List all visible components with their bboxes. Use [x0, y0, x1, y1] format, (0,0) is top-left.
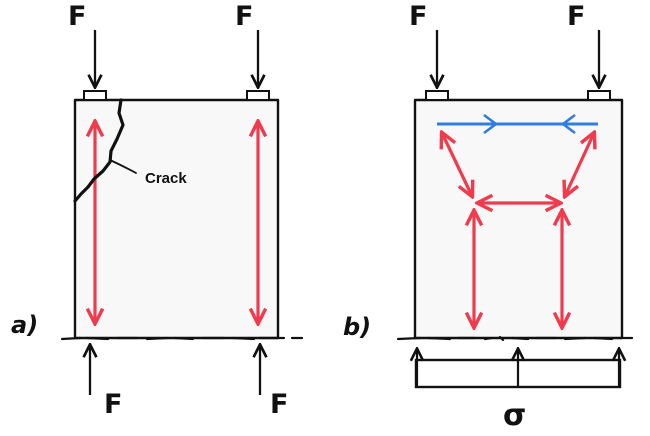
support-base-dashed-b: [396, 335, 634, 342]
load-label-right-a: F: [235, 1, 253, 32]
concrete-block-b: [413, 98, 624, 340]
diagonal-strut-left: [442, 133, 472, 196]
load-label-right-b: F: [567, 1, 585, 32]
load-label-left-a: F: [68, 1, 86, 32]
panel-b: F F b) σ: [343, 1, 634, 433]
reaction-label-right-a: F: [270, 389, 288, 420]
panel-label-a: a): [11, 311, 38, 339]
panel-label-b: b): [343, 313, 371, 341]
load-label-left-b: F: [409, 1, 427, 32]
crack-leader: [109, 159, 137, 174]
bearing-plate-right-b: [587, 90, 611, 101]
bearing-plate-right-a: [246, 90, 270, 101]
panel-a: F F Crack a) F F: [11, 1, 304, 420]
concrete-block-a: [73, 98, 280, 340]
bearing-plate-left-a: [83, 90, 107, 101]
crack-label: Crack: [145, 170, 187, 187]
reaction-label-left-a: F: [104, 389, 122, 420]
tension-tie-arrowhead-left: [483, 113, 498, 135]
diagonal-strut-right: [565, 133, 594, 196]
stress-label: σ: [503, 398, 526, 433]
bearing-plate-left-b: [425, 90, 449, 101]
support-base-dashed-a: [60, 336, 304, 341]
crack-line: [73, 98, 125, 203]
